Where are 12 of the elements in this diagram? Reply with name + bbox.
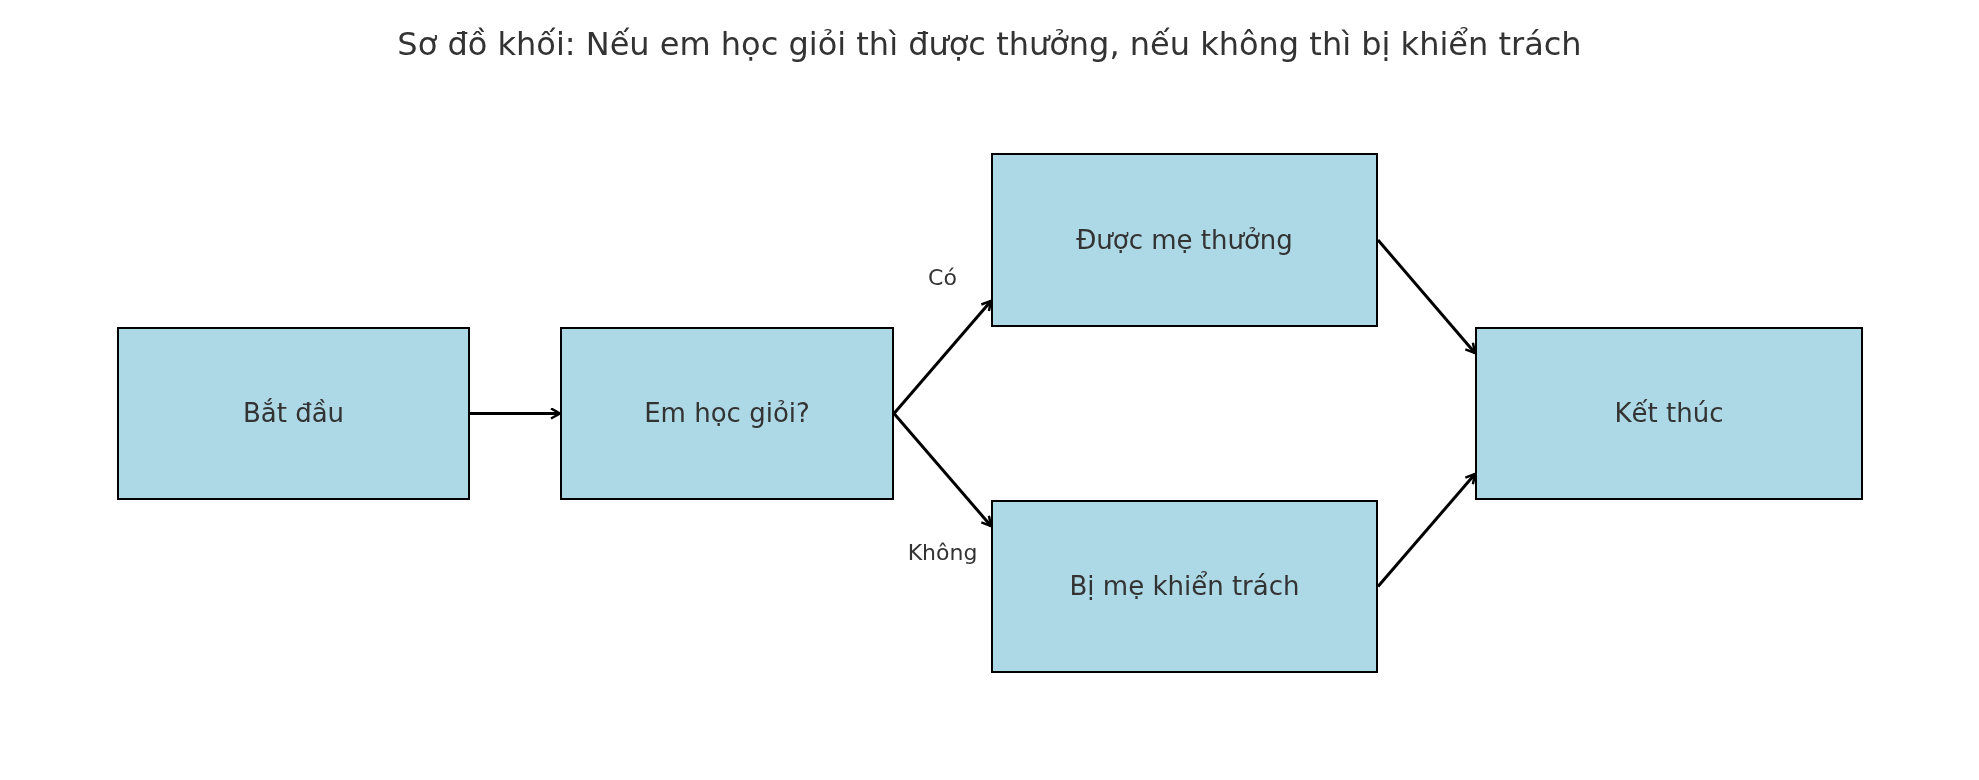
box-label: Bị mẹ khiển trách: [1069, 570, 1300, 603]
diagram-title: Sơ đồ khối: Nếu em học giỏi thì được thưởng, nếu không thì bị khiển trách: [397, 24, 1582, 65]
box-label: Em học giỏi?: [644, 397, 810, 430]
box-label: Được mẹ thưởng: [1076, 223, 1293, 257]
process-box: [991, 153, 1378, 327]
process-box: [1475, 327, 1863, 500]
process-box: [560, 327, 894, 500]
process-box: [117, 327, 470, 500]
process-box: [991, 500, 1378, 673]
box-label: Kết thúc: [1614, 397, 1724, 430]
box-label: Bắt đầu: [242, 397, 345, 430]
arrow: [470, 407, 562, 420]
